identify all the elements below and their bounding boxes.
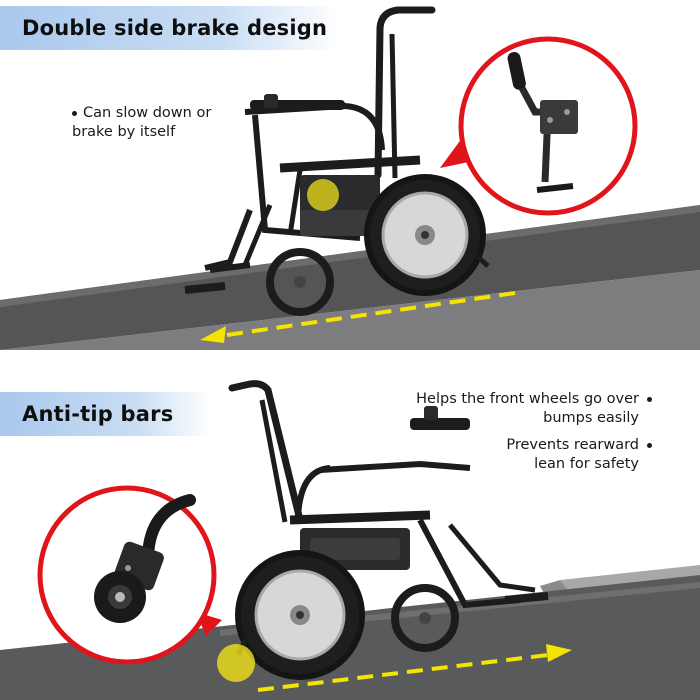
brake-highlight-marker [307, 179, 339, 211]
brake-callout [440, 36, 638, 216]
downhill-arrow [200, 291, 516, 343]
wheelchair-illustration [228, 380, 549, 680]
bullet-rearward-lean: Prevents rearward lean for safety [506, 436, 652, 474]
bullet-dot [647, 442, 652, 448]
bullet-dot [72, 110, 77, 116]
wheelchair-illustration [184, 6, 490, 316]
bullet-slow-down: Can slow down or brake by itself [72, 104, 211, 142]
bullet-line-2: lean for safety [534, 456, 639, 472]
hand-brake-lever-icon [507, 52, 578, 193]
anti-tip-panel: Anti-tip bars Helps the front wheels go … [0, 350, 700, 700]
bullet-line-1: Helps the front wheels go over [416, 391, 639, 407]
anti-tip-highlight-marker [217, 644, 255, 682]
brake-design-panel: Double side brake design Can slow down o… [0, 6, 700, 350]
bullet-line-2: bumps easily [543, 410, 639, 426]
anti-tip-callout [37, 485, 222, 665]
panel-title: Double side brake design [0, 6, 340, 50]
bullet-line-1: Can slow down or [83, 105, 212, 121]
anti-tip-scene [0, 380, 700, 700]
bullet-dot [647, 396, 652, 402]
bullet-line-2: brake by itself [72, 124, 176, 140]
bullet-front-wheels: Helps the front wheels go over bumps eas… [416, 390, 652, 428]
uphill-arrow [257, 644, 572, 692]
bullet-line-1: Prevents rearward [506, 437, 639, 453]
brake-scene [0, 6, 700, 350]
ramp-surface [0, 205, 700, 350]
panel-title: Anti-tip bars [0, 392, 210, 436]
anti-tip-wheel-icon [94, 494, 196, 623]
